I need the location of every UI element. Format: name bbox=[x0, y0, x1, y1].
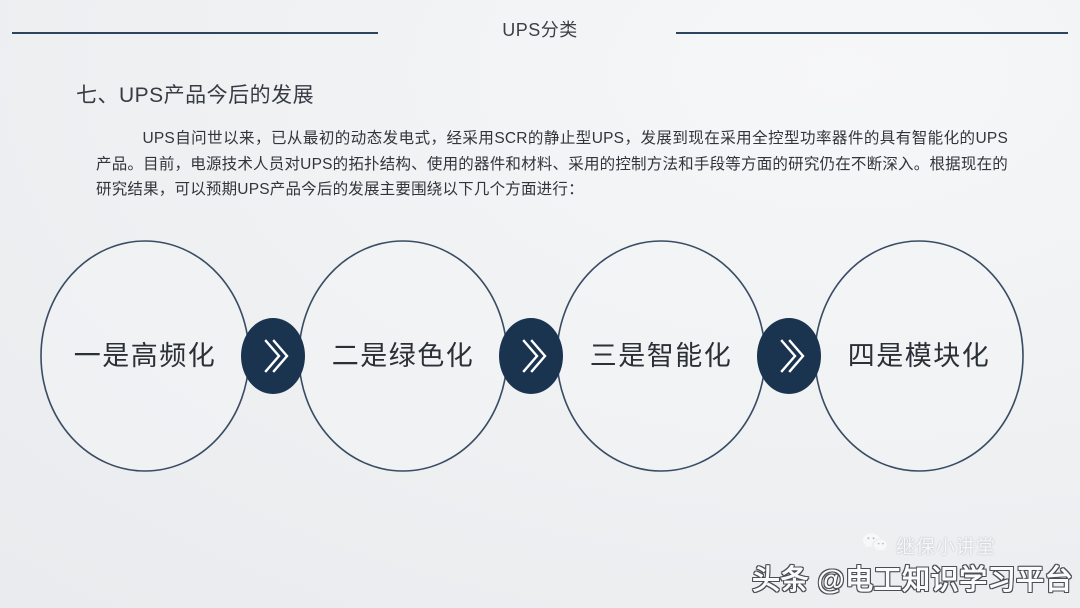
diagram-connector-3[interactable] bbox=[757, 318, 821, 394]
connector-circle-2 bbox=[499, 318, 563, 394]
diagram-connector-1[interactable] bbox=[241, 318, 305, 394]
diagram-node-3[interactable]: 三是智能化 bbox=[556, 240, 766, 472]
diagram-node-4[interactable]: 四是模块化 bbox=[814, 240, 1024, 472]
section-heading: 七、UPS产品今后的发展 bbox=[76, 84, 315, 107]
node-label-1: 一是高频化 bbox=[74, 341, 217, 371]
header-rule-right bbox=[676, 32, 1068, 34]
body-paragraph: UPS自问世以来，已从最初的动态发电式，经采用SCR的静止型UPS，发展到现在采… bbox=[96, 130, 1008, 198]
wechat-watermark: 继保小讲堂 bbox=[862, 532, 996, 559]
slide-header: UPS分类 bbox=[0, 0, 1080, 62]
node-label-4: 四是模块化 bbox=[848, 341, 991, 371]
wechat-account-name: 继保小讲堂 bbox=[896, 537, 997, 558]
page-title: UPS分类 bbox=[502, 20, 578, 40]
connector-circle-1 bbox=[241, 318, 305, 394]
node-label-3: 三是智能化 bbox=[590, 341, 733, 371]
connector-circle-3 bbox=[757, 318, 821, 394]
diagram-connector-2[interactable] bbox=[499, 318, 563, 394]
diagram-node-2[interactable]: 二是绿色化 bbox=[298, 240, 508, 472]
toutiao-watermark: 头条 @电工知识学习平台 bbox=[752, 564, 1074, 595]
header-rule-left bbox=[12, 32, 378, 34]
wechat-icon bbox=[862, 532, 888, 559]
node-label-2: 二是绿色化 bbox=[332, 341, 475, 371]
diagram-node-1[interactable]: 一是高频化 bbox=[40, 240, 250, 472]
process-diagram: 一是高频化 二是绿色化 三是智能化 四是模块化 bbox=[0, 240, 1080, 480]
